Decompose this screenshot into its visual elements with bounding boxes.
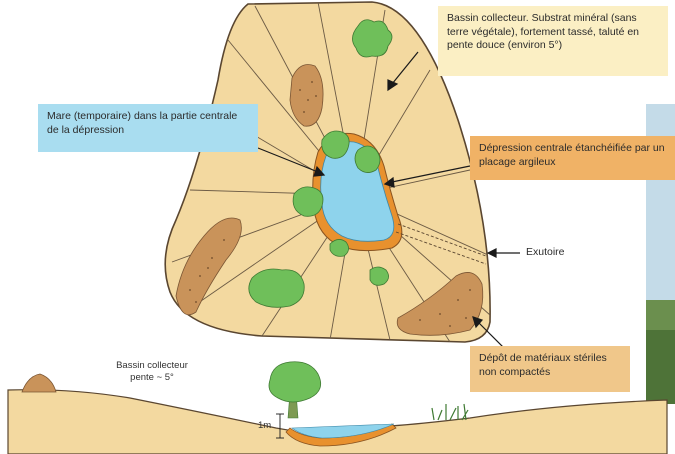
vegetation-depression-tr (355, 146, 380, 173)
label-depot: Dépôt de matériaux stériles non compacté… (470, 346, 630, 392)
label-mare: Mare (temporaire) dans la partie central… (38, 104, 258, 152)
label-section-slope: pente ~ 5° (104, 372, 200, 384)
label-bassin-collecteur: Bassin collecteur. Substrat minéral (san… (438, 6, 668, 76)
label-mare-text: Mare (temporaire) dans la partie central… (47, 110, 237, 136)
label-bassin-collecteur-section: Bassin collecteur pente ~ 5° (104, 360, 200, 384)
vegetation-depression-tl (322, 131, 349, 158)
label-exutoire: Exutoire (526, 246, 565, 258)
vegetation-mid-right (370, 267, 389, 285)
label-section-title: Bassin collecteur (104, 360, 200, 372)
section-reeds (432, 404, 468, 420)
label-depression: Dépression centrale étanchéifiée par un … (470, 136, 675, 180)
deposit-top-left (290, 65, 323, 127)
vegetation-depression-left (293, 187, 323, 216)
label-height: 1m (258, 420, 271, 432)
vegetation-top (352, 20, 392, 57)
label-bassin-collecteur-text: Bassin collecteur. Substrat minéral (san… (447, 12, 639, 51)
label-depression-text: Dépression centrale étanchéifiée par un … (479, 142, 665, 168)
label-depot-text: Dépôt de matériaux stériles non compacté… (479, 352, 607, 378)
section-tree (269, 362, 321, 418)
vegetation-mid-left (249, 269, 304, 307)
section-deposit-left (22, 374, 56, 392)
vegetation-depression-bottom (330, 239, 349, 256)
